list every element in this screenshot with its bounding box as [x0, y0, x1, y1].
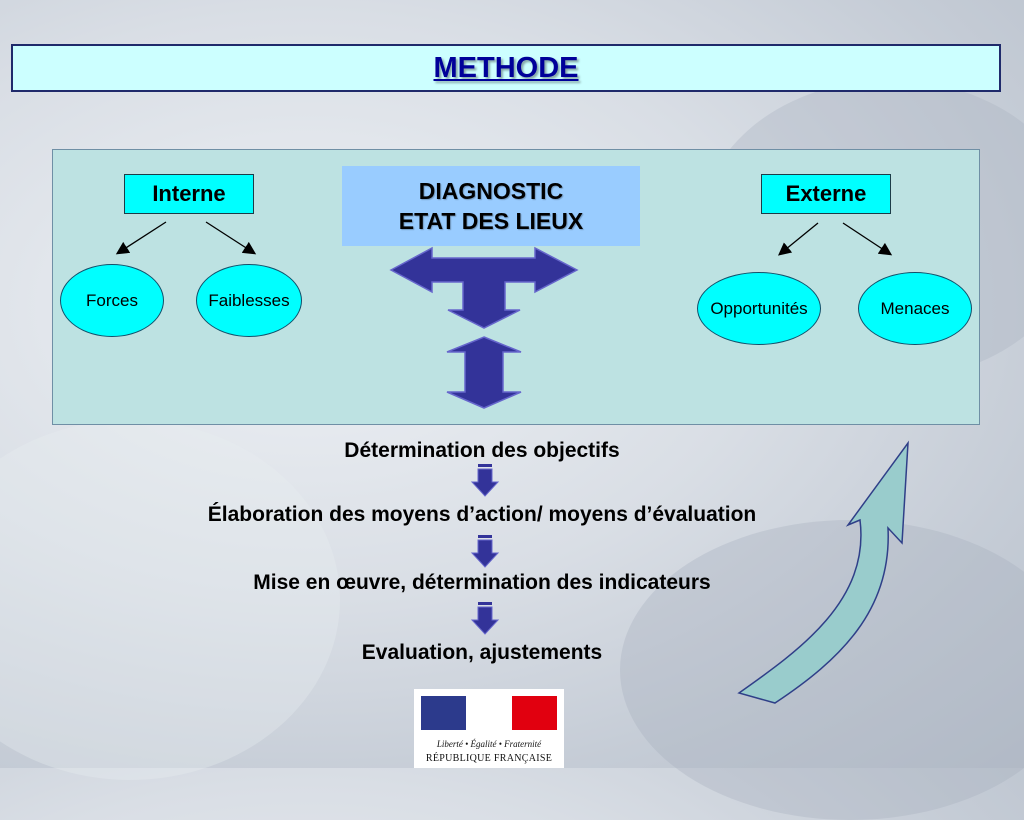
flag-blue-stripe: [421, 696, 467, 730]
arrow-to-forces: [115, 221, 167, 255]
step-arrow-2: [470, 535, 500, 568]
arrow-to-weaknesses: [205, 221, 257, 255]
title-banner: METHODE: [11, 44, 1001, 92]
arrow-to-opportunities: [777, 222, 819, 256]
threats-oval: Menaces: [858, 272, 972, 345]
t-shaped-arrow: [389, 246, 579, 329]
internal-label: Interne: [124, 174, 254, 214]
diagnostic-line2: ETAT DES LIEUX: [398, 208, 584, 234]
external-label-text: Externe: [785, 181, 867, 206]
weaknesses-oval: Faiblesses: [196, 264, 302, 337]
diagnostic-line1: DIAGNOSTIC: [418, 178, 564, 204]
arrows-layer: [115, 221, 909, 704]
step-arrow-3: [470, 602, 500, 635]
forces-text: Forces: [86, 290, 138, 310]
republique-francaise-logo: Liberté • Égalité • Fraternité RÉPUBLIQU…: [414, 689, 564, 768]
step-evaluation: Evaluation, ajustements: [361, 641, 603, 664]
arrow-to-threats: [842, 222, 893, 256]
flag-red-stripe: [511, 696, 557, 730]
vertical-double-arrow: [446, 336, 522, 409]
logo-motto: Liberté • Égalité • Fraternité: [436, 739, 542, 749]
internal-label-text: Interne: [152, 181, 226, 206]
background-shape: [0, 420, 340, 780]
forces-oval: Forces: [60, 264, 164, 337]
page-title: METHODE: [433, 51, 579, 84]
marianne-profile-icon: [473, 697, 501, 730]
step-objectives: Détermination des objectifs: [344, 439, 620, 462]
opportunities-oval: Opportunités: [697, 272, 821, 345]
threats-text: Menaces: [880, 298, 950, 318]
external-label: Externe: [761, 174, 891, 214]
step-arrow-1: [470, 464, 500, 497]
diagnostic-box: DIAGNOSTIC ETAT DES LIEUX: [342, 166, 640, 246]
opportunities-text: Opportunités: [710, 298, 808, 318]
logo-republic-name: RÉPUBLIQUE FRANÇAISE: [425, 753, 553, 764]
step-implementation: Mise en œuvre, détermination des indicat…: [253, 571, 711, 594]
step-action-means: Élaboration des moyens d’action/ moyens …: [207, 503, 757, 526]
weaknesses-text: Faiblesses: [208, 290, 290, 310]
curved-feedback-arrow: [737, 440, 909, 704]
